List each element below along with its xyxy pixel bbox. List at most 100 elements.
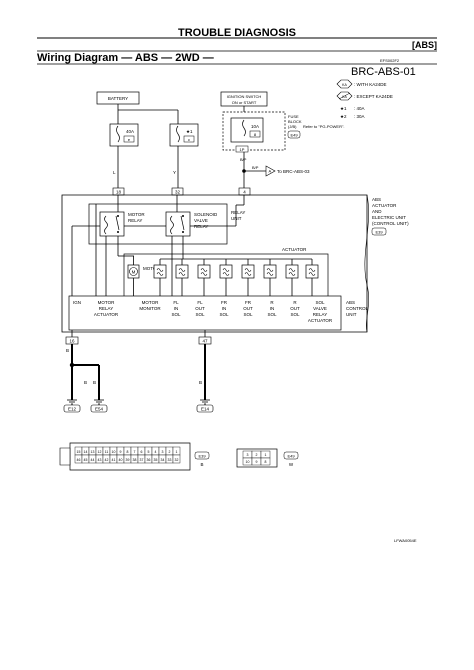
solenoid-box [263,264,277,279]
ground-wire-b2-label: B [84,380,87,385]
legend-badge-except-slash [338,92,351,100]
control-unit-terminal-label: SOL [195,312,205,317]
connector-e49-color: W [289,462,294,467]
sol-relay-coil-icon [170,215,174,235]
solenoid-coil-icon [156,268,164,276]
control-unit-terminal-label: R [270,300,274,305]
wire-bp-branch-label: B/P [252,165,259,170]
connector-pin-number: 35 [154,458,158,462]
solenoid-coil-icon [222,268,230,276]
fuse-block-conn: E49 [290,133,298,138]
bp-marker: A [269,169,272,174]
fuse-conn-box [235,145,249,153]
fuse-40a-num-box [123,135,135,143]
connector-pin-number: 32 [175,458,179,462]
diagram-id: BRC-ABS-01 [351,66,416,78]
sol-relay-switch-icon [180,215,185,231]
legend-text-except: : EXCEPT KA24DE [354,94,393,99]
connector-pin-number: 11 [105,450,109,454]
abs-act-conn: E39 [375,230,383,235]
connector-pin [172,454,181,464]
fuse-10a-icon [242,119,246,137]
relay-unit-outline [88,203,228,245]
solenoid-box [219,264,233,279]
solenoid-coil-icon [244,268,252,276]
ground-e14-box [196,404,214,413]
control-unit-terminal-label: ACTUATOR [308,318,333,323]
solenoid-box [241,264,255,279]
pin-18: 18 [116,190,122,195]
abs-act-label-1: ABS [372,197,381,202]
connector-pin-number: 8 [127,450,129,454]
connector-pin-number: 38 [133,458,137,462]
bp-ref: To BRC-ABS-03 [277,169,310,174]
legend-text-40a: : 40A [354,106,365,111]
control-unit-box [68,295,342,331]
sol-relay-label-2: VALVE [194,218,208,223]
motor-icon-mark: M [132,270,136,275]
connector-pin-number: 12 [98,450,102,454]
control-unit-terminal-label: VALVE [313,306,327,311]
control-unit-terminal-label: RELAY [313,312,327,317]
control-unit-terminal-label: ACTUATOR [94,312,119,317]
ground-e12-box [63,404,81,413]
section-tag: [ABS] [412,40,437,50]
connector-pin-number: 10 [246,460,250,464]
connector-pin-number: 1 [176,450,178,454]
control-unit-terminal-label: IN [174,306,179,311]
motor-icon [129,267,138,276]
legend-text-with: : WITH KA24DE [354,82,387,87]
control-unit-terminal-label: SOL [219,312,229,317]
legend-badge-except-text: KA [342,95,347,99]
ground-e14: E14 [201,407,210,412]
control-unit-label-1: ABS [346,300,355,305]
legend: KA : WITH KA24DE KA : EXCEPT KA24DE ★1 :… [336,79,393,119]
ground-e54: E54 [95,407,104,412]
legend-mark-30a: ★2 [340,114,347,119]
control-unit-terminal-label: MONITOR [139,306,161,311]
control-unit-terminal-label: MOTOR [142,300,159,305]
connector-pin-number: 46 [77,458,81,462]
ground-wire-b1-label: B [66,348,69,353]
fuse-40a-icon [116,125,120,143]
connector-pin-number: 4 [155,450,157,454]
ground-symbol-e54 [94,399,104,405]
motor-label: MOTOR [143,266,160,271]
abs-act-label-5: (CONTROL UNIT) [372,221,409,226]
motor-relay-label-2: RELAY [128,218,142,223]
motor-relay-contact-top [117,215,119,217]
control-unit-terminal-label: IN [222,306,227,311]
abs-act-label-3: AND [372,209,382,214]
fuse-block-label-3: (J/B) [288,124,297,129]
motor-relay-coil-icon [104,215,108,235]
fuse-40a-rating: 40A [126,129,134,134]
motor-relay-switch-icon [115,215,120,231]
control-unit-terminal-label: FL [197,300,203,305]
connector-pin-number: 37 [140,458,144,462]
fuse-40a-box [109,123,139,147]
fuse-block-conn-box [287,130,301,139]
connector-pin-number: 33 [168,458,172,462]
legend-badge-with [336,79,353,89]
ground-e54-box [90,404,108,413]
control-unit-terminal-label: FL [173,300,179,305]
solenoid-coil-icon [178,268,186,276]
control-unit-terminal-label: FR [245,300,252,305]
connector-pin-number: 3 [162,450,164,454]
page-header-title: TROUBLE DIAGNOSIS [178,27,296,39]
bp-arrow [265,165,276,177]
connector-pin-number: 10 [112,450,116,454]
ground-wire-b4-label: B [199,380,202,385]
fuse-conn-label: 1P [240,147,245,152]
wire-bp-label: B/P [240,157,247,162]
connector-pin [260,457,271,466]
fuse-block-label-2: BLOCK [288,119,302,124]
connector-e49-id: E49 [287,454,295,459]
control-unit-label-3: UNIT [346,312,357,317]
ground-e12: E12 [68,407,77,412]
control-unit-terminal-label: IN [270,306,275,311]
connector-pin-number: 9 [120,450,122,454]
sol-relay-label-1: SOLENOID [194,212,218,217]
